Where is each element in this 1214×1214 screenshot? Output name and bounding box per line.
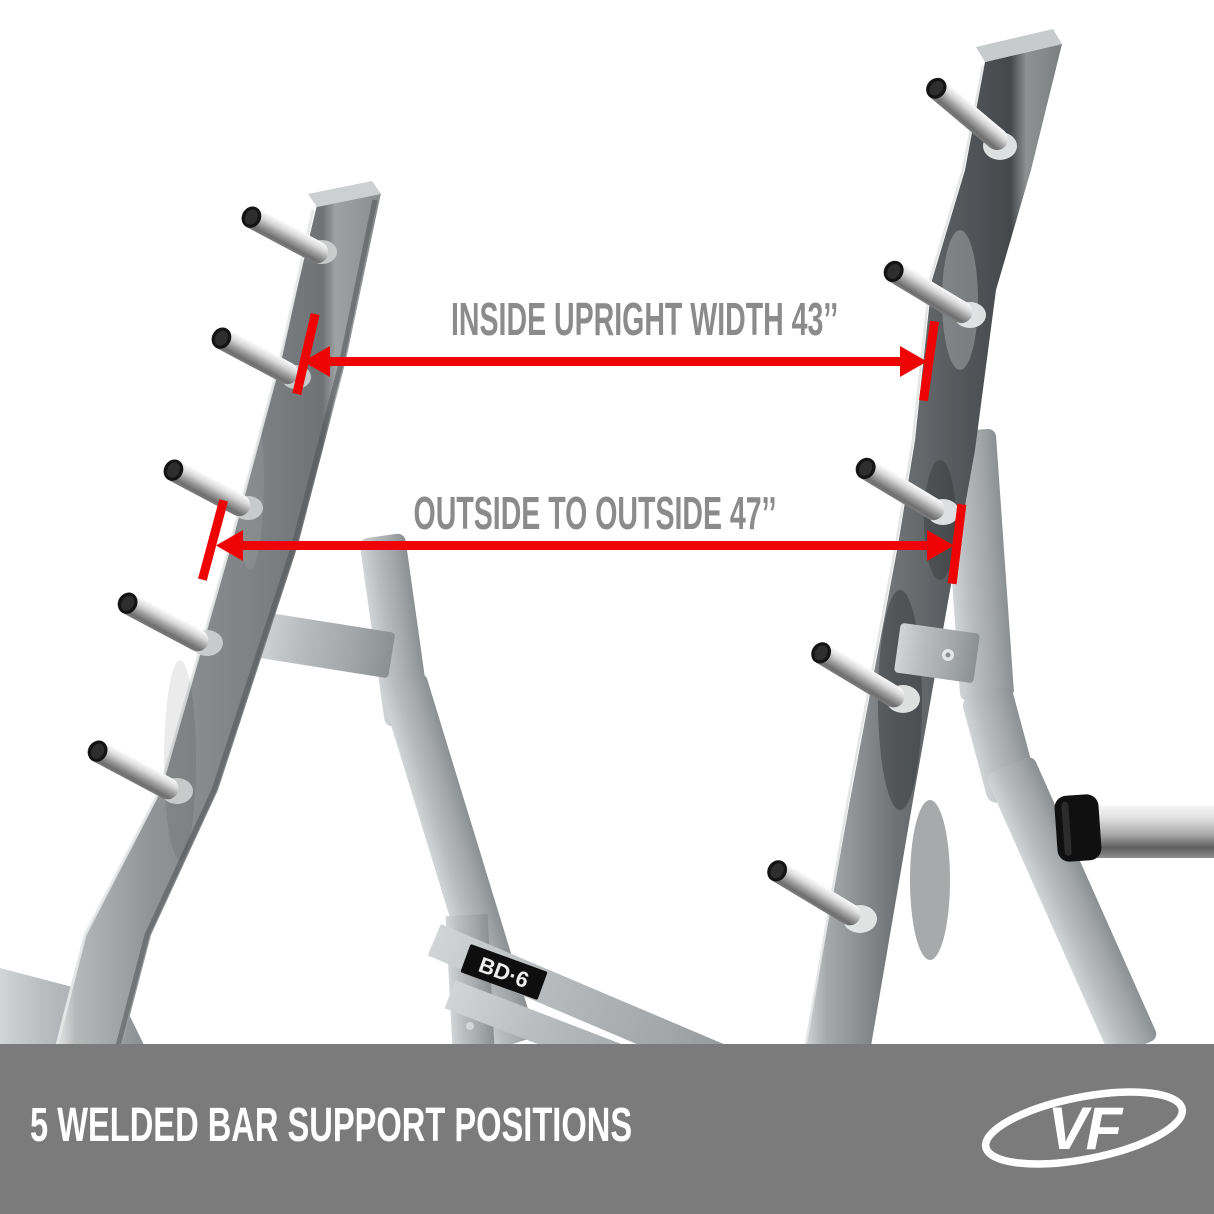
peg-right-5	[767, 860, 861, 926]
peg-right-4	[811, 642, 905, 708]
dimension-arrow-outside-width	[198, 499, 967, 585]
peg-left-1	[241, 206, 329, 264]
model-sticker: BD·6	[460, 944, 548, 1000]
peg-right-2	[883, 260, 973, 324]
peg-left-2	[211, 327, 299, 385]
right-bar-support-pegs	[767, 77, 1017, 933]
peg-right-3	[855, 457, 945, 521]
dimension-label-inside-width: INSIDE UPRIGHT WIDTH 43’’	[451, 293, 839, 345]
barbell	[1054, 794, 1214, 862]
vf-logo: VF	[981, 1088, 1187, 1168]
vf-logo-monogram: VF	[1048, 1095, 1124, 1162]
caption-banner: 5 WELDED BAR SUPPORT POSITIONS VF	[0, 1044, 1214, 1214]
upright-top-face	[308, 181, 381, 207]
peg-right-1	[926, 77, 1008, 151]
right-leg-bracket	[894, 623, 980, 683]
peg-left-5	[87, 740, 179, 800]
dimension-arrow-inside-width	[292, 313, 940, 402]
barbell-collar	[1054, 794, 1102, 862]
left-upright	[55, 181, 381, 1047]
peg-left-3	[163, 459, 251, 517]
upright-top-face	[976, 29, 1062, 62]
right-rear-leg	[942, 428, 1157, 1057]
bolt	[466, 1022, 474, 1030]
caption-text: 5 WELDED BAR SUPPORT POSITIONS	[30, 1099, 633, 1152]
dimension-label-outside-width: OUTSIDE TO OUTSIDE 47’’	[413, 487, 777, 539]
peg-left-4	[117, 592, 209, 652]
